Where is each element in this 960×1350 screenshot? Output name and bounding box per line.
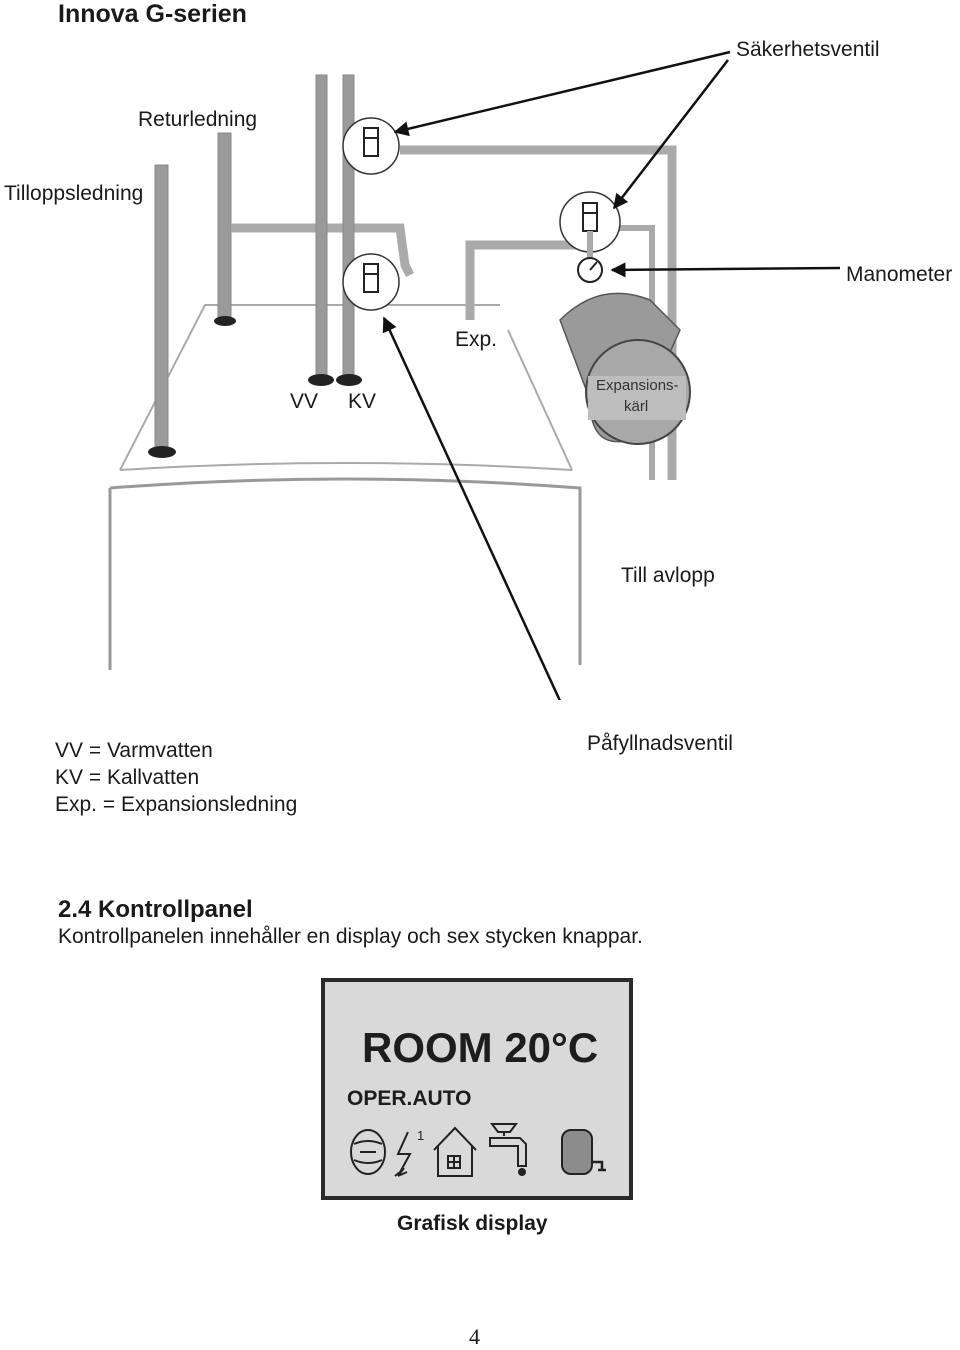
label-exp: Exp. [455,328,498,351]
label-manometer: Manometer [846,263,953,286]
display-temperature: ROOM 20°C [362,1024,599,1071]
boiler-tank-icon [561,1129,606,1175]
legend-item: VV = Varmvatten [55,739,213,762]
supply-pipe [148,164,176,458]
pointer-arrows [382,50,841,700]
expansion-vessel [559,292,691,445]
installation-diagram [108,50,841,700]
section-body: Kontrollpanelen innehåller en display oc… [58,925,643,948]
valve-upper-icon [342,117,400,175]
boiler-body [108,304,582,670]
label-return-line: Returledning [138,108,258,131]
power-index: 1 [417,1128,424,1143]
legend-item: Exp. = Expansionsledning [55,793,298,816]
label-kv: KV [348,390,377,413]
display-icons: 1 [350,1123,606,1177]
label-expansion-vessel-2: kärl [624,398,649,415]
legend: VV = Varmvatten KV = Kallvatten Exp. = E… [55,737,297,818]
page-number: 4 [469,1324,480,1349]
electric-power-icon [394,1131,412,1177]
display-mode: OPER.AUTO [347,1087,472,1110]
burner-icon [350,1129,386,1175]
tap-water-icon [489,1123,527,1176]
valve-lower-icon [342,253,400,311]
label-vv: VV [290,390,319,413]
display-caption: Grafisk display [397,1212,548,1235]
manometer-icon [577,257,603,283]
label-fill-valve: Påfyllnadsventil [587,732,733,755]
label-supply-line: Tilloppsledning [4,182,144,205]
legend-item: KV = Kallvatten [55,766,200,789]
label-expansion-vessel-1: Expansions- [596,377,679,394]
label-drain: Till avlopp [621,564,715,587]
page-title: Innova G-serien [58,0,247,28]
vv-kv-pipes [308,74,362,386]
house-icon [433,1126,477,1177]
label-safety-valve: Säkerhetsventil [736,38,880,61]
safety-valve-icon [559,191,621,262]
section-heading: 2.4 Kontrollpanel [58,896,253,923]
